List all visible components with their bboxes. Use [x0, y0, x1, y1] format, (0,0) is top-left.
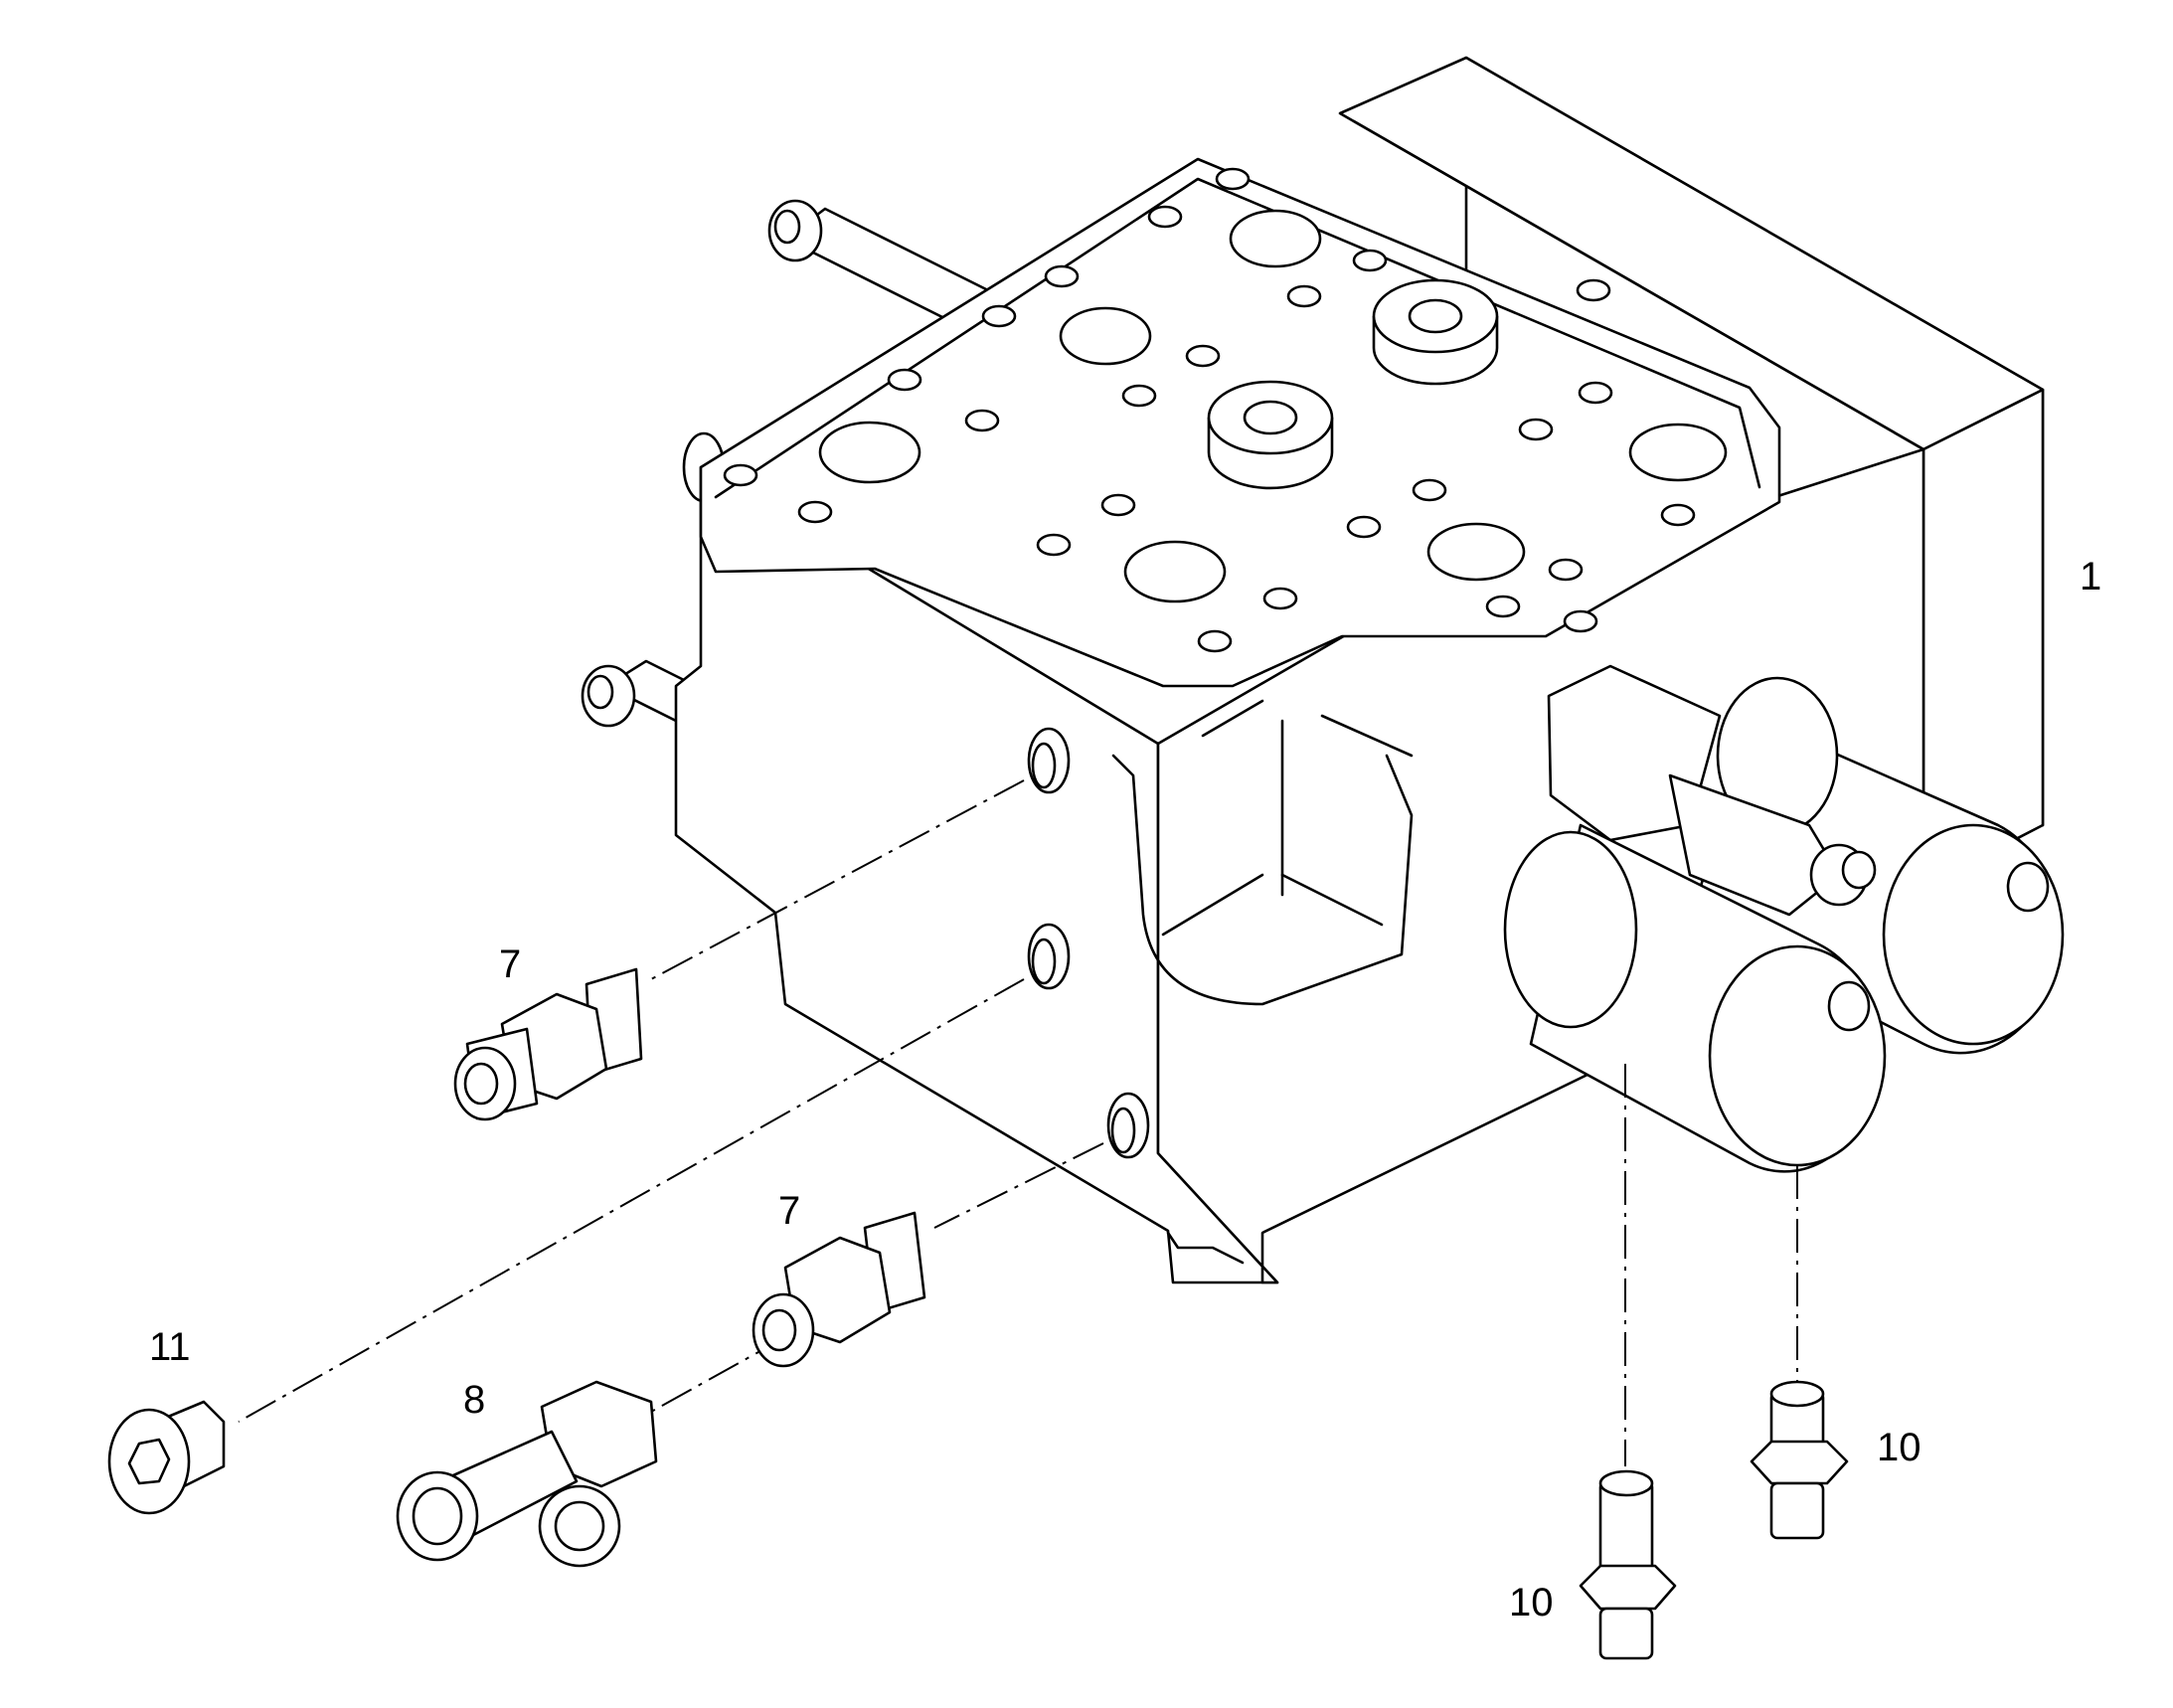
top-bosses [1207, 278, 1499, 490]
fitting-7-upper [453, 967, 643, 1121]
callout-11: 11 [149, 1325, 191, 1369]
callout-7-upper: 7 [499, 942, 522, 986]
pressure-relief-valve [1547, 664, 1877, 917]
top-plate-ports [723, 167, 1728, 653]
plug-11 [107, 1400, 226, 1515]
tee-fitting-8 [396, 1380, 658, 1568]
callout-7-lower: 7 [778, 1189, 801, 1233]
side-ports [1027, 727, 1150, 1159]
callout-8: 8 [463, 1378, 486, 1422]
fitting-10-right [1750, 1380, 1849, 1540]
callout-1: 1 [2080, 555, 2102, 598]
fitting-7-lower [752, 1211, 926, 1368]
callout-10-left: 10 [1509, 1581, 1554, 1624]
fitting-10-left [1579, 1469, 1677, 1660]
callout-10-right: 10 [1877, 1426, 1922, 1469]
solenoid-left [1503, 823, 1887, 1173]
